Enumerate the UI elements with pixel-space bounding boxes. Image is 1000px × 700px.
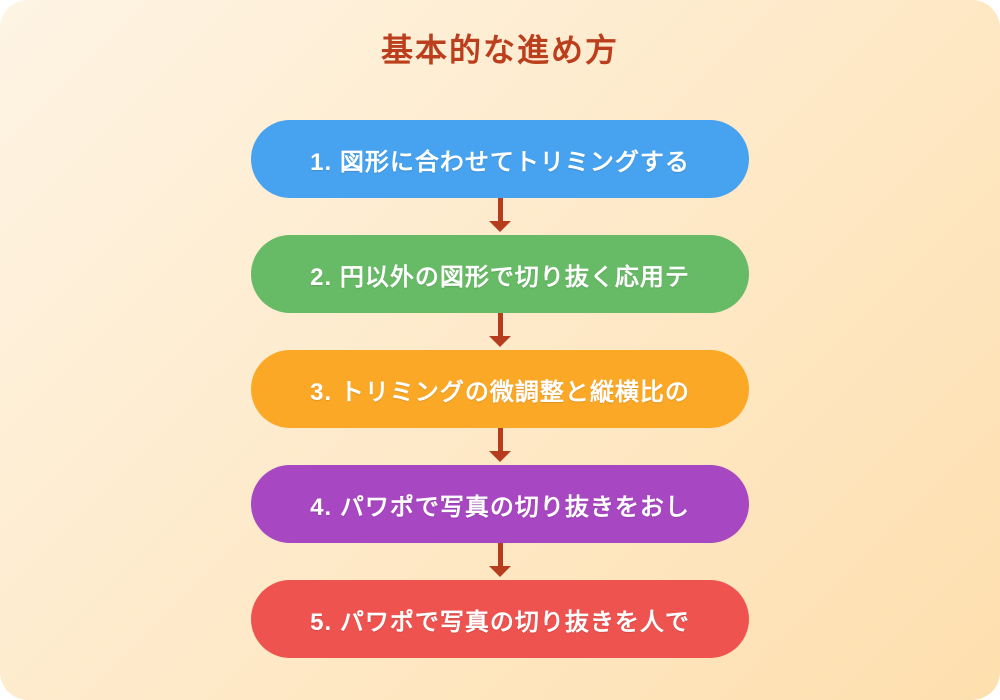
flow-step-pill: 4. パワポで写真の切り抜きをおし bbox=[251, 465, 749, 543]
down-arrow-icon bbox=[251, 428, 749, 465]
down-arrow-head bbox=[489, 336, 511, 347]
down-arrow-stem bbox=[497, 313, 503, 336]
flow-step-pill: 5. パワポで写真の切り抜きを人で bbox=[251, 580, 749, 658]
flow-step-pill: 3. トリミングの微調整と縦横比の bbox=[251, 350, 749, 428]
down-arrow-head bbox=[489, 566, 511, 577]
flow-step-pill: 2. 円以外の図形で切り抜く応用テ bbox=[251, 235, 749, 313]
down-arrow-icon bbox=[251, 543, 749, 580]
page-title: 基本的な進め方 bbox=[380, 32, 619, 68]
down-arrow-stem bbox=[497, 428, 503, 451]
flow-step-pill: 1. 図形に合わせてトリミングする bbox=[251, 120, 749, 198]
down-arrow-head bbox=[489, 221, 511, 232]
flow-step-label: 2. 円以外の図形で切り抜く応用テ bbox=[310, 263, 690, 291]
down-arrow-stem bbox=[497, 543, 503, 566]
flow-step-label: 1. 図形に合わせてトリミングする bbox=[310, 148, 690, 176]
down-arrow-icon bbox=[251, 198, 749, 235]
flow-step-label: 4. パワポで写真の切り抜きをおし bbox=[310, 493, 690, 521]
down-arrow-head bbox=[489, 451, 511, 462]
down-arrow-stem bbox=[497, 198, 503, 221]
flow-step-label: 5. パワポで写真の切り抜きを人で bbox=[310, 608, 690, 636]
flow-step-label: 3. トリミングの微調整と縦横比の bbox=[310, 378, 690, 406]
flow-steps-container: 1. 図形に合わせてトリミングする 2. 円以外の図形で切り抜く応用テ 3. ト… bbox=[251, 120, 749, 658]
down-arrow-icon bbox=[251, 313, 749, 350]
